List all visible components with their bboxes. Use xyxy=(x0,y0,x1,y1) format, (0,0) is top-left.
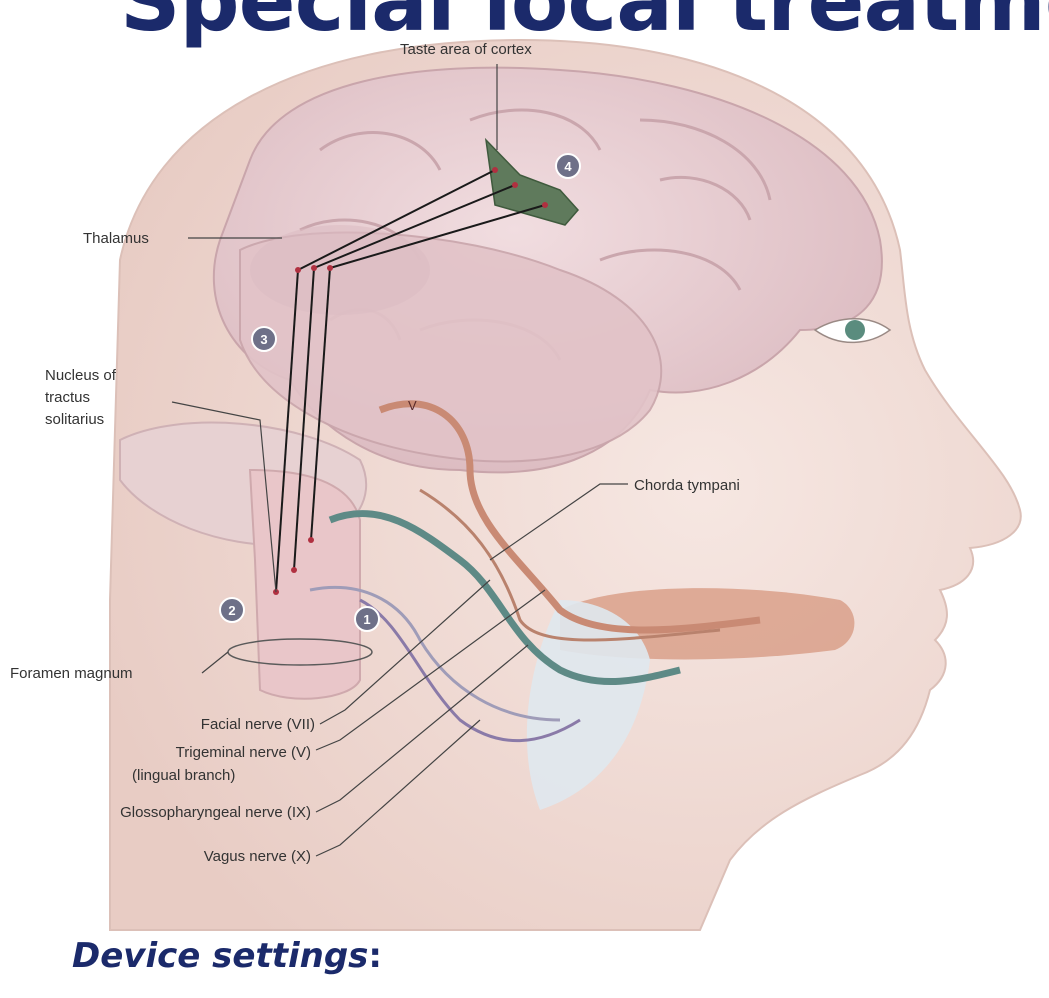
label-trigeminal-line2: (lingual branch) xyxy=(132,767,235,784)
label-glossopharyngeal: Glossopharyngeal nerve (IX) xyxy=(120,804,311,821)
label-nucleus-line3: solitarius xyxy=(45,411,104,428)
eye-iris xyxy=(845,320,865,340)
label-nucleus-line2: tractus xyxy=(45,389,90,406)
label-roman-v: V xyxy=(408,398,417,413)
label-vagus: Vagus nerve (X) xyxy=(204,848,311,865)
step-number-4: 4 xyxy=(564,159,572,174)
label-chorda-tympani: Chorda tympani xyxy=(634,477,740,494)
label-thalamus: Thalamus xyxy=(83,230,149,247)
label-foramen-magnum: Foramen magnum xyxy=(10,665,133,682)
slide-title: Special local treatment xyxy=(120,0,1049,50)
step-number-2: 2 xyxy=(228,603,235,618)
label-facial-nerve: Facial nerve (VII) xyxy=(201,716,315,733)
device-settings-heading: Device settings: xyxy=(72,936,382,976)
step-number-3: 3 xyxy=(260,332,267,347)
label-trigeminal-line1: Trigeminal nerve (V) xyxy=(176,744,311,761)
device-settings-colon: : xyxy=(368,936,382,976)
step-number-1: 1 xyxy=(363,612,370,627)
label-nucleus-line1: Nucleus of xyxy=(45,367,117,384)
device-settings-label: Device settings xyxy=(72,936,368,976)
